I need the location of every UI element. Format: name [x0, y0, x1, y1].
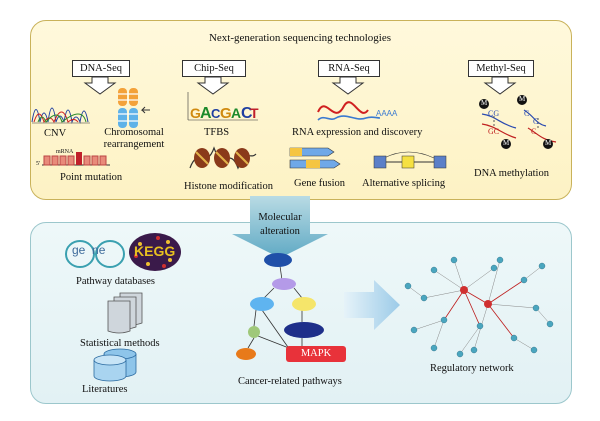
pathway-node-blue: [250, 297, 274, 311]
molecular-alteration-arrow-icon: [232, 196, 328, 258]
pathway-node-green: [248, 326, 260, 338]
alt-splicing-label: Alternative splicing: [362, 178, 446, 189]
polya-label: AAAA: [376, 109, 398, 118]
cancer-pathways-label: Cancer-related pathways: [238, 376, 342, 387]
dna-methylation-label: DNA methylation: [474, 168, 549, 179]
gene-logo-text: ge ne: [72, 243, 106, 257]
alteration-label: alteration: [260, 226, 300, 237]
methyl-arrow-icon: [483, 76, 517, 95]
histone-label: Histone modification: [184, 181, 273, 192]
pathway-node-navy: [284, 322, 324, 338]
svg-text:A: A: [231, 105, 241, 121]
svg-text:A: A: [200, 105, 212, 122]
m-label-4: M: [545, 139, 552, 147]
alt-splicing-icon: [373, 151, 447, 169]
m-label-2: M: [519, 95, 526, 103]
right-arrow-icon: [344, 280, 400, 330]
svg-text:T: T: [250, 105, 259, 121]
rna-arrow-icon: [331, 76, 365, 95]
chromosome-icon: [118, 88, 150, 128]
regulatory-network-label: Regulatory network: [430, 363, 514, 374]
literatures-icon: [93, 348, 137, 382]
cnv-chromatogram-icon: [31, 107, 90, 124]
statistical-methods-label: Statistical methods: [80, 338, 160, 349]
gene-database-logo: [65, 240, 125, 268]
pathway-node-orange: [236, 348, 256, 360]
mrna-label: mRNA: [56, 149, 74, 155]
gene-fusion-label: Gene fusion: [294, 178, 346, 189]
regulatory-network-diagram: [404, 256, 554, 358]
dna-arrow-icon: [83, 76, 117, 95]
g-label: G: [533, 117, 539, 126]
cnv-label: CNV: [44, 128, 67, 139]
pathway-databases-label: Pathway databases: [76, 276, 156, 287]
tfbs-logo-icon: G A C G A C T: [187, 92, 259, 122]
panel-title: Next-generation sequencing technologies: [208, 32, 392, 44]
rna-wave-icon: [317, 101, 381, 121]
c-label: C: [524, 109, 530, 118]
chromosomal-label: Chromosomal: [104, 127, 164, 138]
svg-text:G: G: [190, 105, 201, 121]
mapk-label: MAPK: [300, 348, 332, 359]
svg-text:C: C: [211, 106, 221, 121]
cg-label: CG: [488, 109, 500, 118]
rna-expression-label: RNA expression and discovery: [292, 127, 423, 138]
pathway-node-top: [264, 253, 292, 267]
chip-arrow-icon: [196, 76, 230, 95]
five-prime-label: 5': [36, 161, 41, 167]
point-mutation-icon: [42, 152, 110, 166]
point-mutation-label: Point mutation: [60, 172, 123, 183]
molecular-label: Molecular: [258, 212, 302, 223]
cancer-pathway-diagram: [236, 253, 324, 360]
svg-text:C: C: [241, 105, 253, 122]
pathway-node-purple: [272, 278, 296, 290]
m-label-3: M: [503, 139, 510, 147]
svg-text:G: G: [220, 105, 232, 122]
kegg-logo-text: KEGG: [134, 243, 176, 259]
statistical-methods-icon: [107, 292, 143, 334]
histone-icon: [189, 146, 257, 170]
methylation-icon: [479, 95, 557, 149]
m-label-1: M: [481, 99, 488, 107]
gc-label: GC: [488, 127, 500, 136]
literatures-label: Literatures: [82, 384, 128, 395]
mapk-node: [286, 346, 346, 362]
tfbs-label: TFBS: [204, 127, 230, 138]
c-label-2: C: [531, 127, 537, 136]
gene-fusion-icon: [289, 147, 341, 169]
pathway-node-yellow: [292, 297, 316, 311]
rearrangement-label: rearrangement: [103, 139, 165, 150]
kegg-logo: [129, 233, 181, 271]
